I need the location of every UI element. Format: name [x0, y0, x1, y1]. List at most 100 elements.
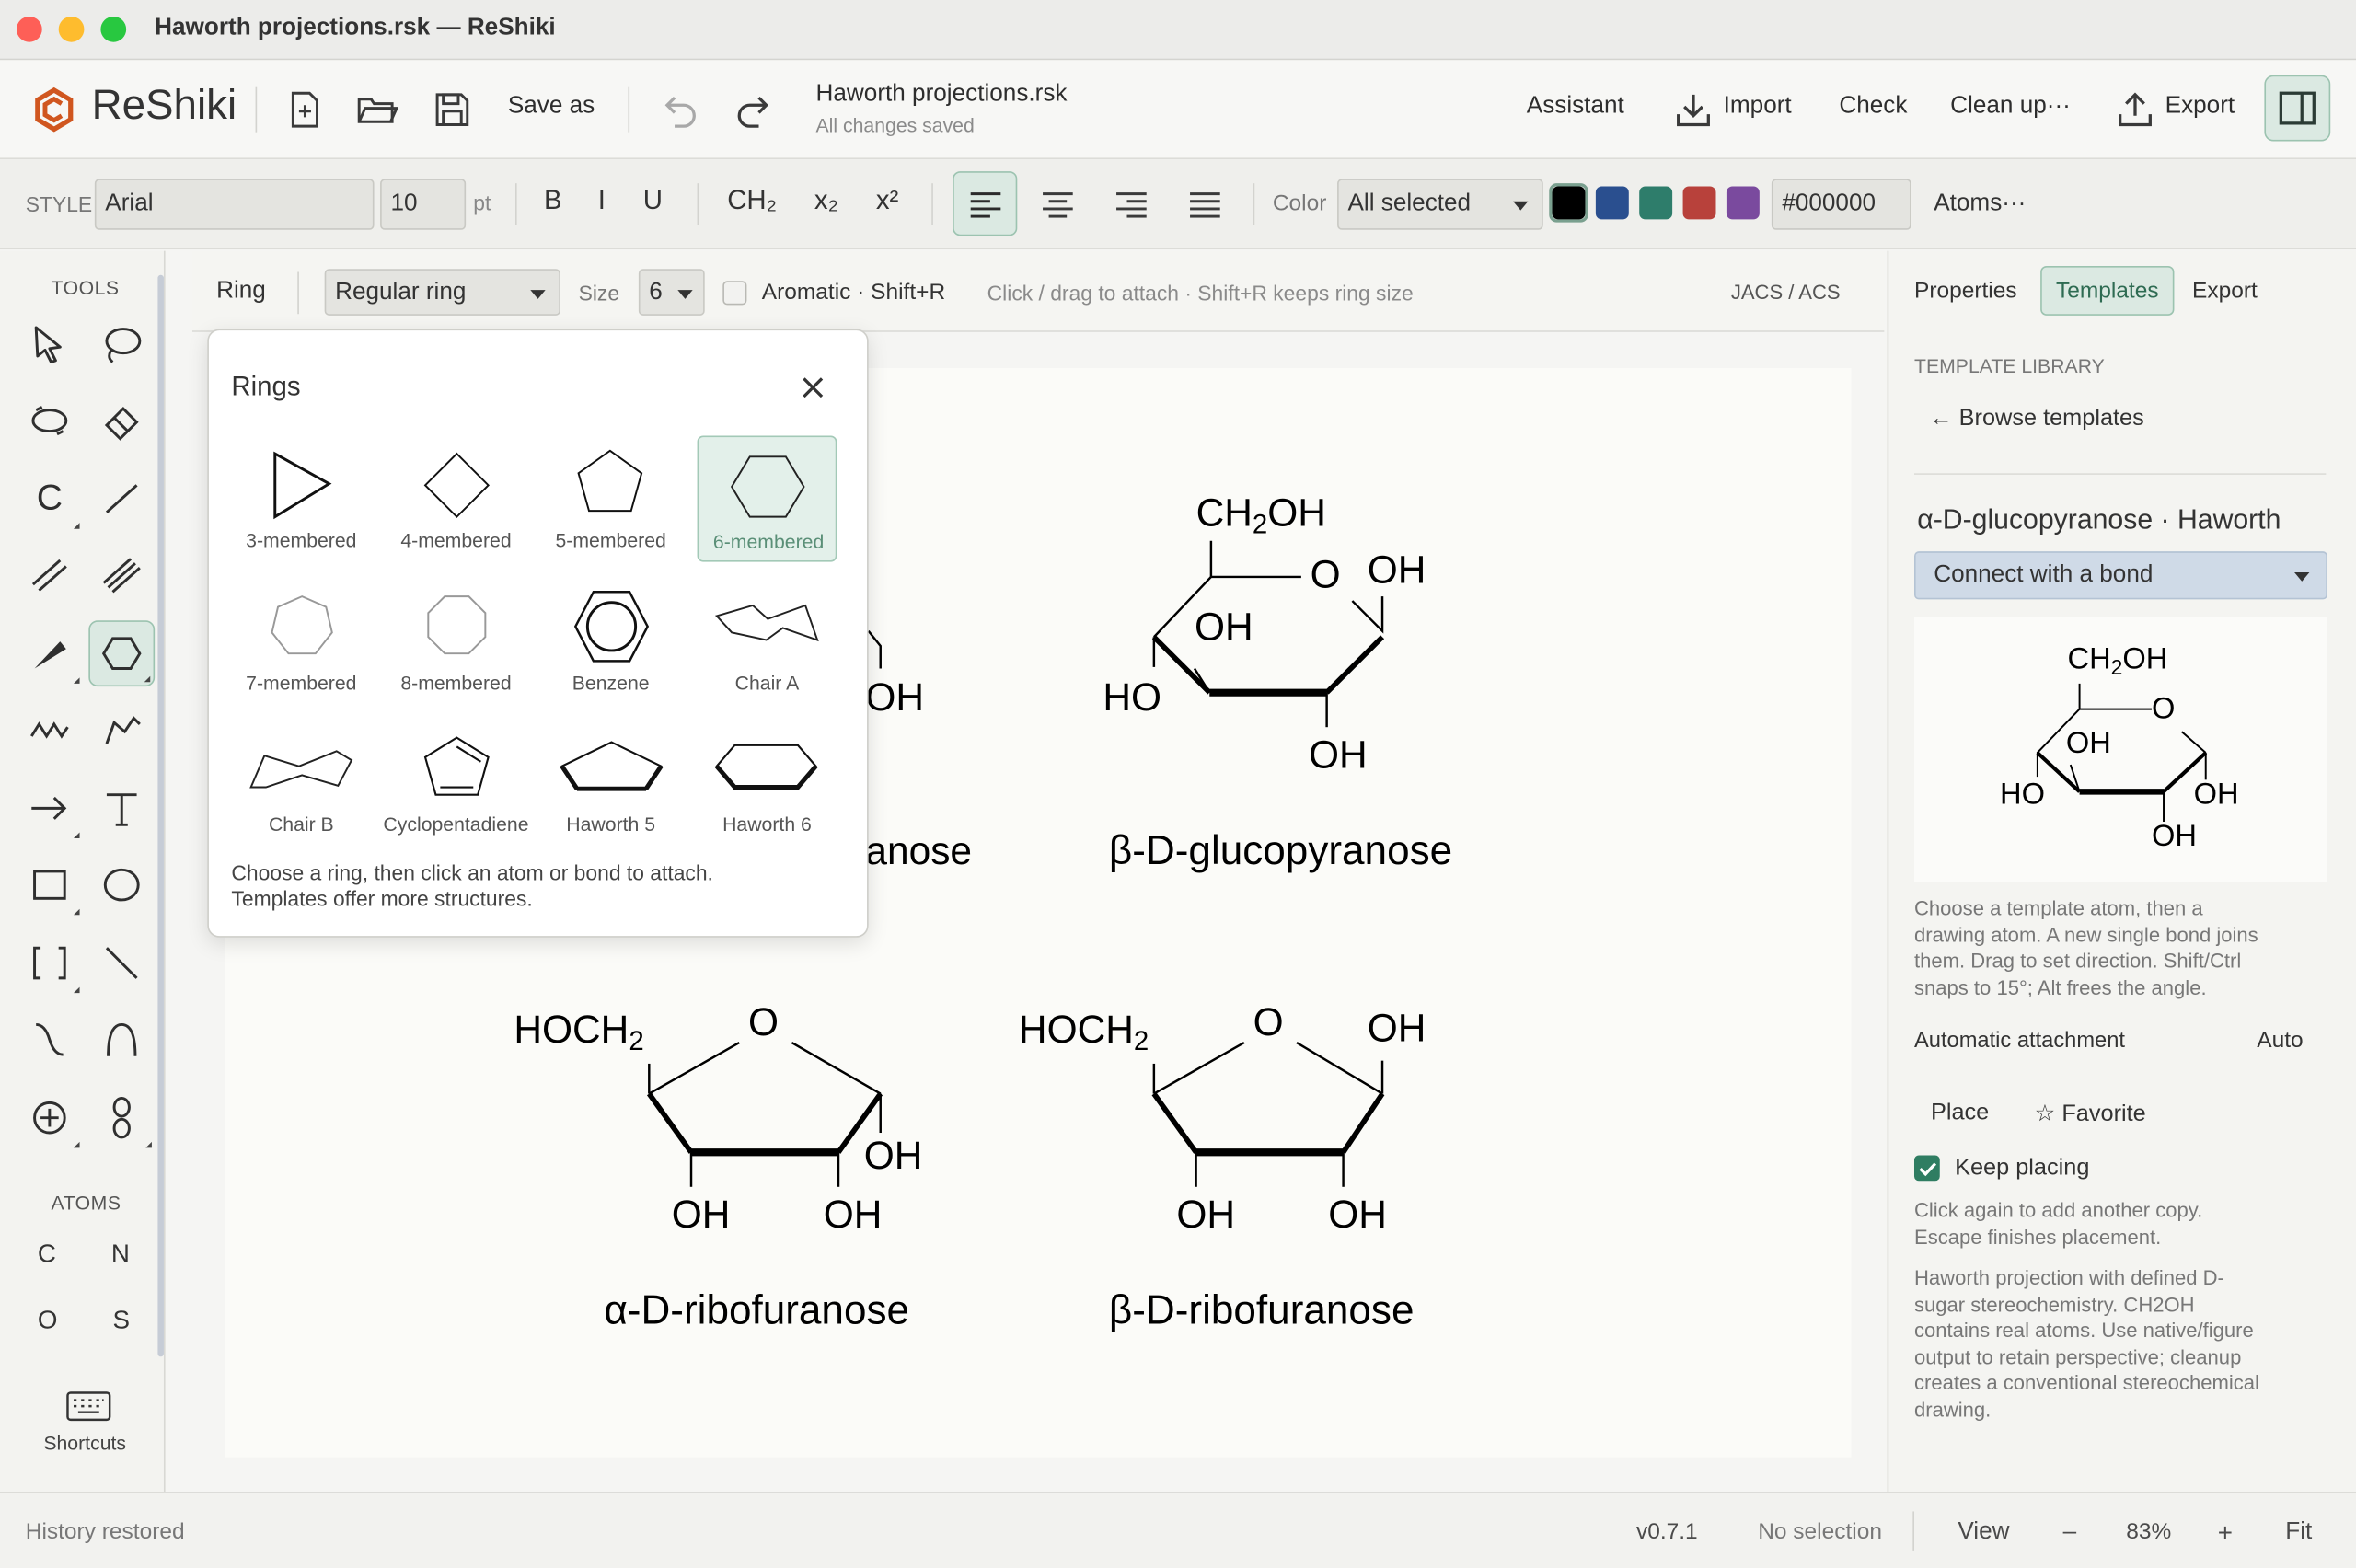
rectangle-tool[interactable] [17, 852, 83, 918]
minimize-window-button[interactable] [58, 16, 85, 42]
ch2-button[interactable]: CH₂ [727, 184, 778, 215]
swatch-blue[interactable] [1595, 186, 1629, 220]
superscript-button[interactable]: x² [875, 184, 899, 215]
tools-scrollbar[interactable] [157, 274, 164, 1357]
align-right-button[interactable] [1114, 190, 1148, 225]
zoom-fit-button[interactable]: Fit [2285, 1518, 2313, 1545]
zoom-out-button[interactable]: – [2062, 1518, 2077, 1545]
new-file-button[interactable] [283, 87, 328, 133]
align-left-button[interactable] [953, 171, 1018, 236]
aromatic-checkbox[interactable] [722, 281, 747, 306]
template-preview[interactable]: CH2OH O OH HO OH OH [1913, 617, 2327, 882]
single-bond-tool[interactable] [88, 466, 155, 532]
carbon-tool[interactable]: C [17, 466, 83, 532]
atom-s-button[interactable]: S [112, 1305, 130, 1334]
select-tool[interactable] [17, 311, 83, 377]
place-button[interactable]: Place [1930, 1100, 1990, 1125]
swatch-black[interactable] [1552, 186, 1586, 220]
arc-tool[interactable] [88, 1007, 155, 1073]
toggle-panel-button[interactable] [2264, 75, 2331, 142]
shortcuts-button[interactable]: Shortcuts [43, 1431, 127, 1455]
ring-6-membered[interactable]: 6-membered [697, 435, 837, 562]
browse-templates-link[interactable]: ← Browse templates [1929, 405, 2144, 432]
assistant-button[interactable]: Assistant [1526, 93, 1624, 119]
export-button[interactable]: Export [2165, 93, 2235, 119]
ring-cyclopentadiene[interactable]: Cyclopentadiene [383, 720, 529, 846]
ellipse-tool[interactable] [88, 852, 155, 918]
tab-templates[interactable]: Templates [2040, 265, 2175, 316]
ring-chair-a[interactable]: Chair A [698, 579, 837, 705]
free-chain-tool[interactable] [88, 698, 155, 764]
import-icon[interactable] [1671, 87, 1716, 133]
align-center-button[interactable] [1041, 190, 1074, 225]
ring-haworth-6[interactable]: Haworth 6 [698, 720, 837, 846]
document-style[interactable]: JACS / ACS [1730, 281, 1841, 304]
atom-o-button[interactable]: O [37, 1305, 58, 1334]
ring-7-membered[interactable]: 7-membered [231, 579, 371, 705]
atom-c-button[interactable]: C [37, 1239, 56, 1268]
ring-chair-b[interactable]: Chair B [231, 720, 371, 846]
wedge-bond-tool[interactable] [17, 620, 83, 686]
font-family-field[interactable]: Arial [94, 179, 375, 230]
hex-color-field[interactable]: #000000 [1771, 179, 1911, 230]
swatch-green[interactable] [1639, 186, 1673, 220]
lasso-tool[interactable] [88, 311, 155, 377]
ring-size-select[interactable]: 6 [638, 269, 705, 316]
atoms-style-button[interactable]: Atoms··· [1934, 190, 2027, 217]
arrow-tool[interactable] [17, 775, 83, 841]
keyboard-icon[interactable] [66, 1391, 111, 1429]
ring-benzene[interactable]: Benzene [541, 579, 681, 705]
undo-button[interactable] [658, 87, 703, 133]
save-as-button[interactable]: Save as [507, 93, 595, 119]
tab-properties[interactable]: Properties [1913, 278, 2017, 304]
beta-ribofuranose-structure[interactable] [1151, 1041, 1385, 1187]
ring-tool[interactable] [88, 620, 156, 687]
auto-attach-value[interactable]: Auto [2257, 1027, 2304, 1054]
bold-button[interactable]: B [544, 184, 562, 215]
open-file-button[interactable] [354, 87, 399, 133]
curve-tool[interactable] [17, 1007, 83, 1073]
eraser-tool[interactable] [88, 387, 155, 454]
swatch-red[interactable] [1682, 186, 1716, 220]
italic-button[interactable]: I [597, 184, 606, 215]
charge-tool[interactable] [17, 1085, 83, 1151]
clean-up-button[interactable]: Clean up··· [1950, 93, 2071, 119]
check-button[interactable]: Check [1839, 93, 1908, 119]
double-bond-tool[interactable] [17, 542, 83, 608]
ring-4-membered[interactable]: 4-membered [387, 435, 526, 561]
font-size-field[interactable]: 10 [380, 179, 467, 230]
swatch-purple[interactable] [1726, 186, 1760, 220]
color-scope-select[interactable]: All selected [1337, 179, 1543, 230]
ring-haworth-5[interactable]: Haworth 5 [541, 720, 681, 846]
ring-3-membered[interactable]: 3-membered [231, 435, 371, 561]
orbital-tool[interactable] [88, 1085, 155, 1151]
zoom-in-button[interactable]: + [2217, 1518, 2234, 1548]
atom-n-button[interactable]: N [110, 1239, 130, 1268]
favorite-button[interactable]: ☆ Favorite [2034, 1101, 2146, 1127]
bracket-tool[interactable] [17, 930, 83, 997]
underline-button[interactable]: U [642, 184, 663, 215]
ring-type-select[interactable]: Regular ring [324, 269, 560, 316]
connect-mode-select[interactable]: Connect with a bond [1913, 551, 2327, 600]
tab-export[interactable]: Export [2192, 278, 2258, 304]
view-menu-button[interactable]: View [1958, 1518, 2010, 1545]
popup-close-button[interactable] [801, 375, 825, 407]
text-tool[interactable] [88, 775, 155, 841]
line-tool[interactable] [88, 930, 155, 997]
ring-5-membered[interactable]: 5-membered [541, 435, 681, 561]
rotate-tool[interactable] [17, 387, 83, 454]
alpha-ribofuranose-structure[interactable] [646, 1041, 884, 1187]
ring-8-membered[interactable]: 8-membered [387, 579, 526, 705]
save-button[interactable] [430, 87, 475, 133]
export-icon[interactable] [2113, 87, 2158, 133]
close-window-button[interactable] [16, 16, 42, 42]
subscript-button[interactable]: x₂ [814, 184, 839, 215]
hashed-bond-tool[interactable] [88, 542, 155, 608]
justify-button[interactable] [1188, 190, 1221, 225]
chain-tool[interactable] [17, 698, 83, 764]
beta-glucopyranose-structure[interactable] [1151, 540, 1385, 728]
keep-placing-checkbox[interactable] [1913, 1155, 1940, 1182]
zoom-window-button[interactable] [100, 16, 127, 42]
import-button[interactable]: Import [1723, 93, 1792, 119]
redo-button[interactable] [730, 87, 775, 133]
